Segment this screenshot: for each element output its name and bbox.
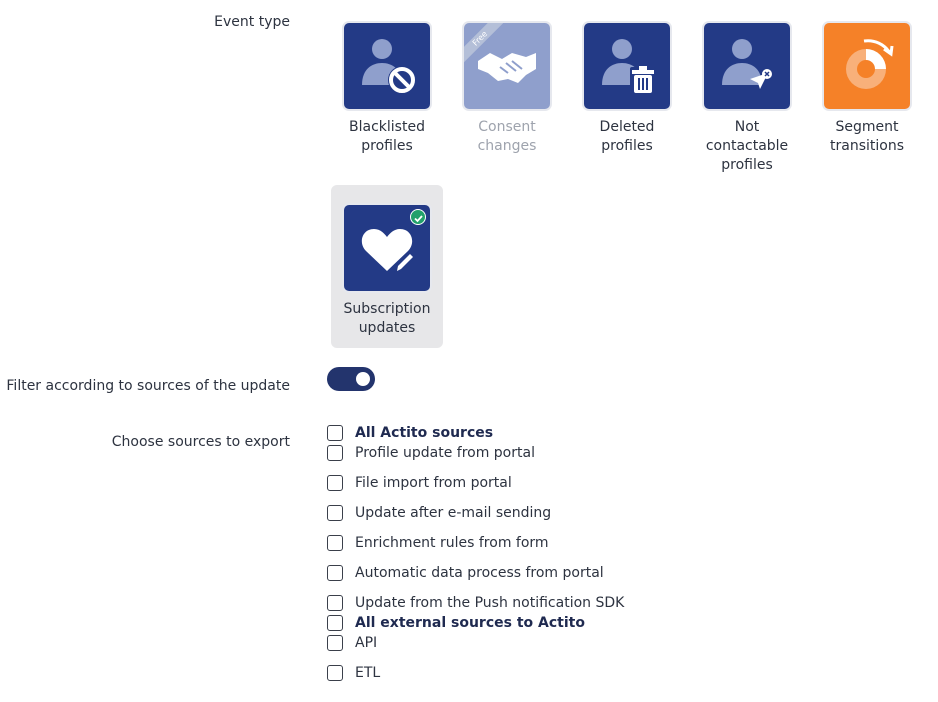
tile-icon-box xyxy=(584,23,670,109)
checkbox[interactable] xyxy=(327,615,343,631)
checkbox[interactable] xyxy=(327,535,343,551)
source-option[interactable]: Automatic data process from portal xyxy=(327,563,604,583)
tile-label-line: Subscription xyxy=(343,301,431,317)
checkbox[interactable] xyxy=(327,635,343,651)
source-option[interactable]: Update from the Push notification SDK xyxy=(327,593,624,613)
source-option-label: All Actito sources xyxy=(355,425,494,441)
user-blocked-icon xyxy=(362,39,416,94)
tile-label-line: Segment xyxy=(835,119,899,135)
tile-label-line: updates xyxy=(358,320,416,336)
handshake-icon xyxy=(478,53,536,83)
source-option-label: File import from portal xyxy=(355,475,512,491)
checkbox[interactable] xyxy=(327,425,343,441)
source-option[interactable]: Enrichment rules from form xyxy=(327,533,549,553)
tile-consent-changes: Free Consent changes xyxy=(462,23,552,156)
source-option-label: Update after e-mail sending xyxy=(355,505,552,521)
event-type-label: Event type xyxy=(214,14,290,30)
source-option[interactable]: ETL xyxy=(327,663,380,683)
tile-label-line: profiles xyxy=(601,138,653,154)
tile-subscription-updates[interactable]: Subscription updates xyxy=(342,205,432,338)
source-option-label: API xyxy=(355,635,378,651)
tile-not-contactable-profiles[interactable]: Not contactable profiles xyxy=(702,23,792,175)
tile-label-line: transitions xyxy=(830,138,904,154)
tile-icon-box xyxy=(344,23,430,109)
source-option-label: Enrichment rules from form xyxy=(355,535,549,551)
tile-icon-box xyxy=(344,205,430,291)
filter-sources-label: Filter according to sources of the updat… xyxy=(6,378,290,394)
tile-icon-box xyxy=(704,23,790,109)
source-option-label: All external sources to Actito xyxy=(355,615,585,631)
checkbox[interactable] xyxy=(327,665,343,681)
tile-label-line: Deleted xyxy=(599,119,655,135)
source-option-label: ETL xyxy=(355,665,381,681)
tile-icon-box: Free xyxy=(464,23,550,109)
user-no-contact-icon xyxy=(722,39,772,89)
tile-label-line: contactable xyxy=(705,138,789,154)
source-option[interactable]: Update after e-mail sending xyxy=(327,503,551,523)
checkbox[interactable] xyxy=(327,445,343,461)
heart-pencil-icon xyxy=(361,229,416,273)
source-option-label: Profile update from portal xyxy=(355,445,535,461)
tile-label-line: profiles xyxy=(361,138,413,154)
user-delete-icon xyxy=(602,39,656,95)
tile-label-line: Not xyxy=(734,119,760,135)
source-option[interactable]: All external sources to Actito xyxy=(327,613,585,633)
tile-label-line: Consent xyxy=(478,119,536,135)
checkbox[interactable] xyxy=(327,595,343,611)
source-option[interactable]: All Actito sources xyxy=(327,423,493,443)
checkbox[interactable] xyxy=(327,565,343,581)
filter-sources-toggle[interactable] xyxy=(327,367,375,391)
tile-label-line: changes xyxy=(477,138,537,154)
toggle-knob xyxy=(356,372,370,386)
source-option[interactable]: File import from portal xyxy=(327,473,512,493)
source-option-label: Automatic data process from portal xyxy=(355,565,604,581)
pie-chart-icon xyxy=(846,39,894,89)
choose-sources-label: Choose sources to export xyxy=(111,434,290,450)
selected-check-icon xyxy=(410,209,426,225)
tile-label-line: Blacklisted xyxy=(349,119,425,135)
tile-deleted-profiles[interactable]: Deleted profiles xyxy=(582,23,672,156)
source-option[interactable]: Profile update from portal xyxy=(327,443,535,463)
tile-label-line: profiles xyxy=(721,157,773,173)
tile-segment-transitions[interactable]: Segment transitions xyxy=(822,23,912,156)
tile-blacklisted-profiles[interactable]: Blacklisted profiles xyxy=(342,23,432,156)
tile-icon-box xyxy=(824,23,910,109)
checkbox[interactable] xyxy=(327,475,343,491)
checkbox[interactable] xyxy=(327,505,343,521)
source-option[interactable]: API xyxy=(327,633,377,653)
source-option-label: Update from the Push notification SDK xyxy=(355,595,625,611)
